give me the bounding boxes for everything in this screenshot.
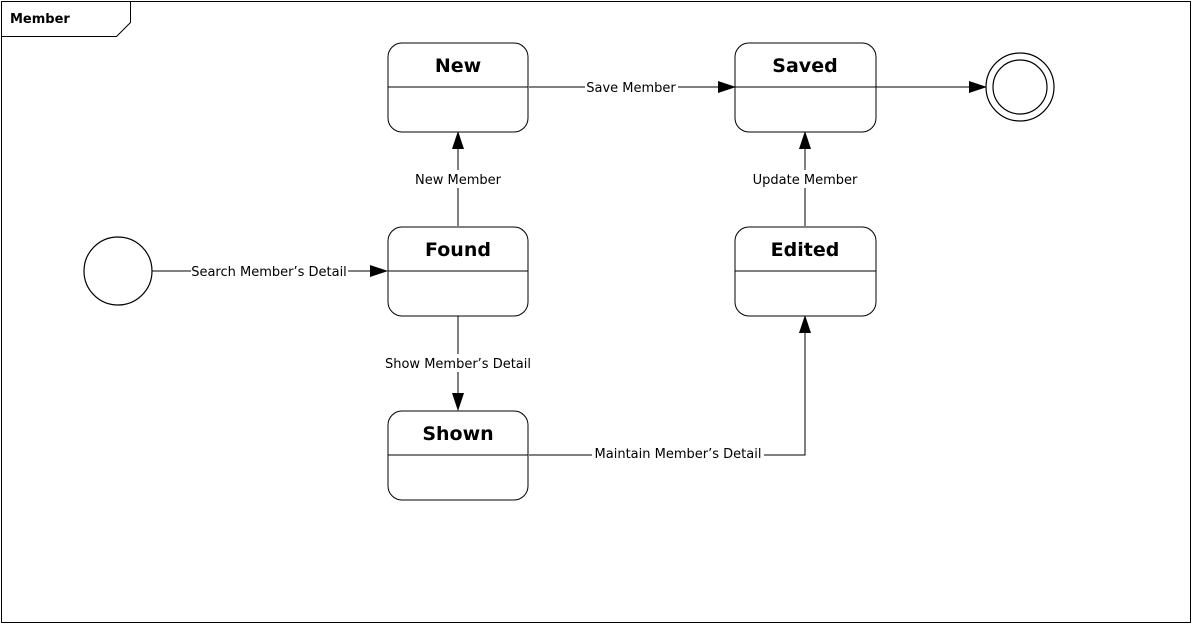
state-new: New: [387, 42, 529, 133]
frame-name-tab: [1, 1, 131, 37]
state-shown: Shown: [387, 410, 529, 501]
initial-state: [83, 236, 153, 306]
state-saved: Saved: [734, 42, 877, 133]
frame-title: Member: [10, 12, 70, 27]
state-found-label: Found: [425, 239, 491, 261]
state-saved-label: Saved: [772, 55, 837, 77]
state-edited-label: Edited: [771, 239, 840, 261]
transition-update-label: Update Member: [753, 173, 858, 188]
transition-search-label: Search Member’s Detail: [191, 265, 347, 280]
transition-maintain: [529, 315, 811, 456]
transition-new-member-label: New Member: [415, 173, 502, 188]
transition-save-label: Save Member: [586, 81, 676, 96]
state-new-label: New: [435, 55, 481, 77]
final-state: [985, 52, 1055, 122]
transition-show-label: Show Member’s Detail: [385, 357, 531, 372]
transition-maintain-label: Maintain Member’s Detail: [595, 447, 762, 462]
state-shown-label: Shown: [422, 423, 493, 445]
state-found: Found: [387, 226, 529, 317]
state-edited: Edited: [734, 226, 877, 317]
